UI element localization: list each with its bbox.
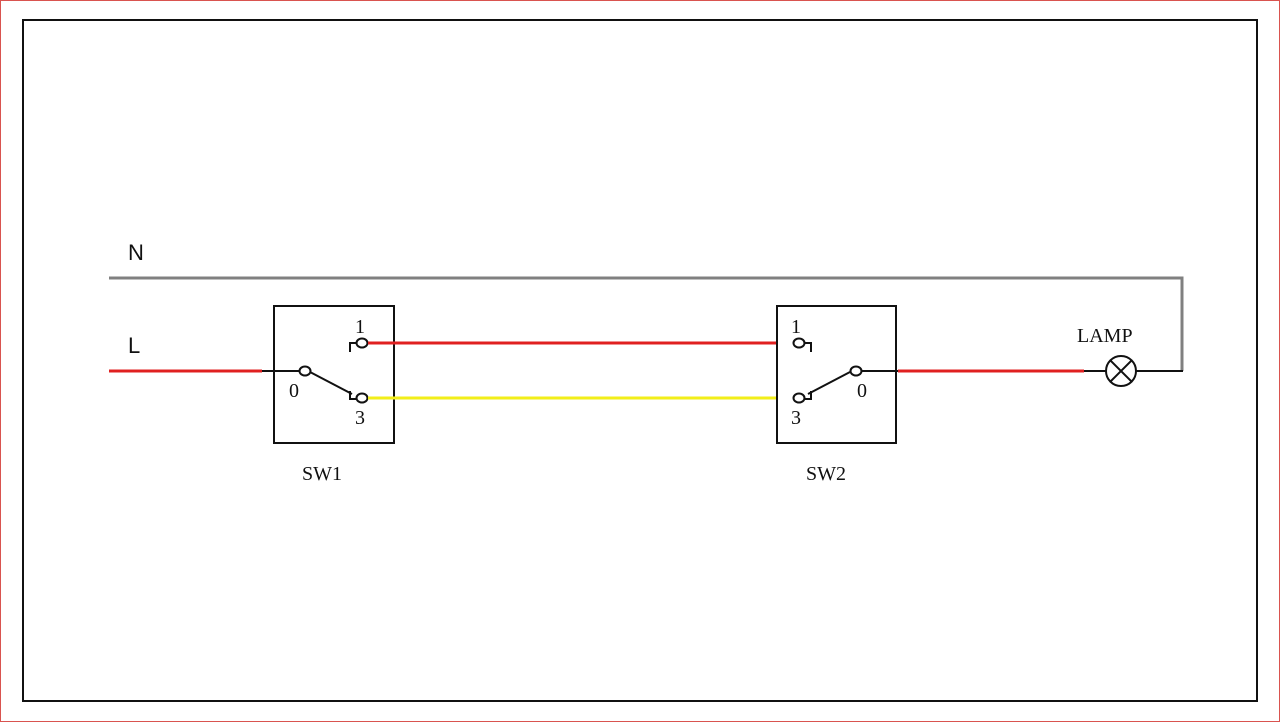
lamp-label: LAMP [1077,325,1133,347]
sw2-name: SW2 [806,463,846,485]
sw1-terminal-3-hook [349,391,356,400]
sw1-label-terminal-0: 0 [289,380,299,402]
lamp-icon [1105,355,1137,387]
sw1-common-terminal [298,365,312,377]
sw2-common-terminal [849,365,863,377]
sw2-box [776,305,897,444]
sw1-label-terminal-1: 1 [355,316,365,338]
switch-sw2: 1 0 3 SW2 [776,305,898,485]
sw2-label-terminal-3: 3 [791,407,801,429]
sw2-terminal-3-hook [805,391,812,400]
sw1-terminal-1-hook [349,342,356,352]
sw1-box [273,305,395,444]
neutral-wire [109,276,1184,371]
sw1-blade [309,371,353,395]
sw2-terminal-3 [792,392,806,404]
sw1-terminal-1 [355,337,369,349]
sw2-blade [807,371,851,395]
sw2-label-terminal-0: 0 [857,380,867,402]
sw2-terminal-1-hook [805,342,812,352]
switch-sw1: 1 0 3 SW1 [262,305,395,485]
sw2-terminal-1 [792,337,806,349]
sw1-name: SW1 [302,463,342,485]
drawing-frame [22,19,1258,702]
live-label: L [128,333,140,358]
sw1-label-terminal-3: 3 [355,407,365,429]
sw1-terminal-3 [355,392,369,404]
neutral-label: N [128,240,144,265]
sw2-label-terminal-1: 1 [791,316,801,338]
